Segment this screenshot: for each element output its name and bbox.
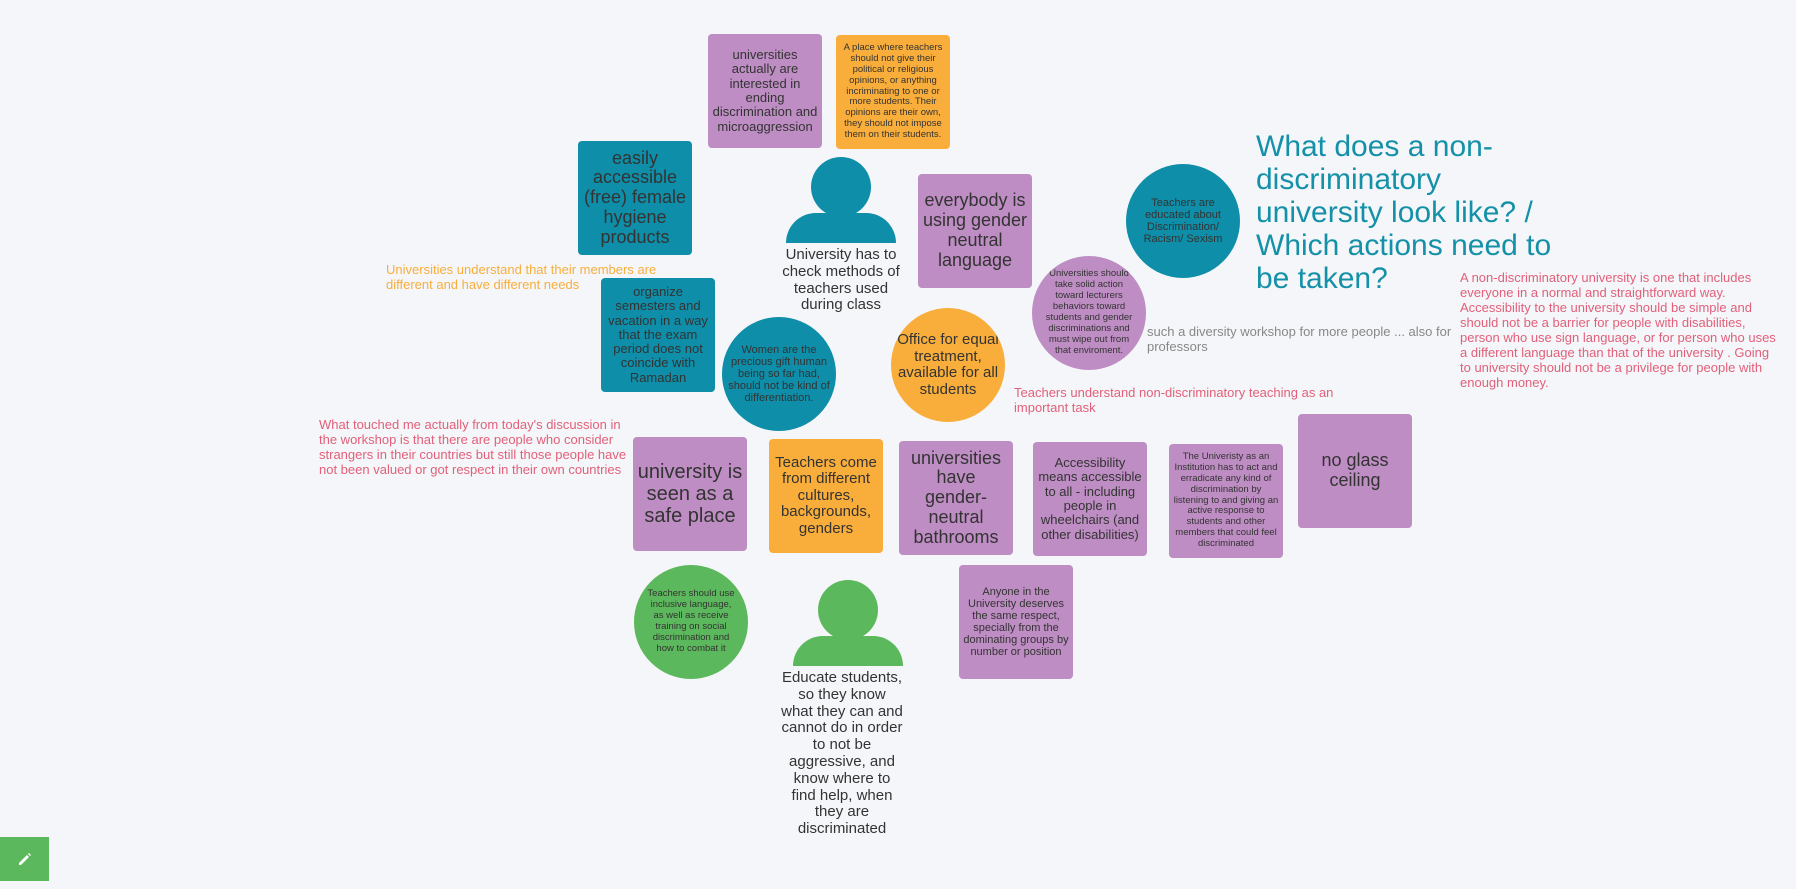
person-head (818, 580, 878, 640)
note-teachers-educated[interactable]: Teachers are educated about Discriminati… (1126, 164, 1240, 278)
pencil-icon (18, 853, 31, 865)
text-touched-me: What touched me actually from today's di… (319, 417, 627, 477)
person-body (793, 636, 903, 666)
note-organize-semesters[interactable]: organize semesters and vacation in a way… (601, 278, 715, 392)
person-icon-green[interactable] (793, 580, 903, 666)
note-respect[interactable]: Anyone in the University deserves the sa… (959, 565, 1073, 679)
person-head (811, 157, 871, 217)
text-definition: A non-discriminatory university is one t… (1460, 270, 1776, 390)
note-women-gift[interactable]: Women are the precious gift human being … (722, 317, 836, 431)
text-diversity-workshop: such a diversity workshop for more peopl… (1147, 324, 1452, 354)
edit-button[interactable] (0, 837, 49, 881)
note-bathrooms[interactable]: universities have gender-neutral bathroo… (899, 441, 1013, 555)
note-inclusive-language[interactable]: Teachers should use inclusive language, … (634, 565, 748, 679)
note-safe-place[interactable]: university is seen as a safe place (633, 437, 747, 551)
note-teachers-cultures[interactable]: Teachers come from different cultures, b… (769, 439, 883, 553)
person-caption-educate-students: Educate students, so they know what they… (781, 669, 903, 838)
person-body (786, 213, 896, 243)
note-accessibility[interactable]: Accessibility means accessible to all - … (1033, 442, 1147, 556)
person-caption-check-methods: University has to check methods of teach… (782, 246, 900, 314)
text-teachers-understand: Teachers understand non-discriminatory t… (1014, 385, 1334, 415)
note-glass-ceiling[interactable]: no glass ceiling (1298, 414, 1412, 528)
person-icon-teal[interactable] (786, 157, 896, 243)
board-heading: What does a non-discriminatory universit… (1256, 130, 1552, 295)
note-institution-act[interactable]: The Univeristy as an Institution has to … (1169, 444, 1283, 558)
note-solid-action[interactable]: Universities should take solid action to… (1032, 256, 1146, 370)
note-place-teachers[interactable]: A place where teachers should not give t… (836, 35, 950, 149)
note-gender-language[interactable]: everybody is using gender neutral langua… (918, 174, 1032, 288)
note-universities-interested[interactable]: universities actually are interested in … (708, 34, 822, 148)
note-hygiene[interactable]: easily accessible (free) female hygiene … (578, 141, 692, 255)
note-office-equal[interactable]: Office for equal treatment, available fo… (891, 308, 1005, 422)
text-members-different: Universities understand that their membe… (386, 262, 657, 292)
